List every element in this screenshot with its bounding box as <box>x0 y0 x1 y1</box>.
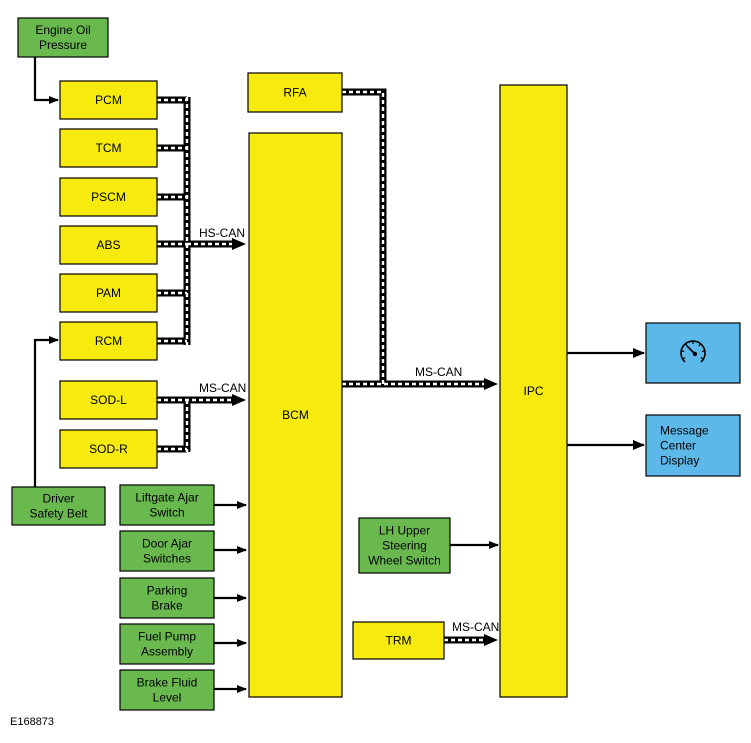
node-label-fuel-pump: Fuel Pump <box>138 630 196 644</box>
node-label-brake-fluid: Level <box>153 691 182 705</box>
node-rcm: RCM <box>59 321 158 361</box>
node-box-pcm <box>59 80 158 120</box>
node-box-fuel-pump <box>119 623 215 665</box>
hs-can-bus <box>157 96 246 345</box>
node-box-liftgate <box>119 484 215 526</box>
node-label-brake-fluid: Brake Fluid <box>137 676 198 690</box>
node-sod-r: SOD-R <box>59 429 158 469</box>
node-box-ipc <box>499 84 568 698</box>
trm-ms-can-bus <box>444 634 498 646</box>
node-box-trm <box>352 621 445 660</box>
node-label-message-center: Display <box>660 454 699 468</box>
figure-id: E168873 <box>10 716 54 728</box>
node-label-rcm: RCM <box>95 334 122 348</box>
node-label-trm: TRM <box>386 634 412 648</box>
speedometer-icon <box>680 340 706 363</box>
node-label-parking-brake: Brake <box>151 599 183 613</box>
node-box-rfa <box>247 72 343 113</box>
node-label-lh-switch: LH Upper <box>379 524 430 538</box>
ms-can-trm-label: MS-CAN <box>452 620 499 634</box>
node-box-sod-r <box>59 429 158 469</box>
node-label-door-ajar: Door Ajar <box>142 537 192 551</box>
node-label-pscm: PSCM <box>91 190 126 204</box>
node-label-bcm: BCM <box>282 408 309 422</box>
sod-ms-can-bus <box>157 394 246 453</box>
node-label-abs: ABS <box>96 238 120 252</box>
node-box-brake-fluid <box>119 669 215 711</box>
node-label-lh-switch: Steering <box>382 539 427 553</box>
node-box-bcm <box>248 132 343 698</box>
wire-engine-oil-pcm <box>33 57 59 104</box>
node-label-driver-belt: Safety Belt <box>29 507 88 521</box>
node-box-message-center <box>645 414 741 477</box>
node-label-message-center: Center <box>660 439 696 453</box>
node-box-abs <box>59 225 158 265</box>
node-label-tcm: TCM <box>96 141 122 155</box>
node-trm: TRM <box>352 621 445 660</box>
node-sod-l: SOD-L <box>59 380 158 420</box>
node-label-sod-l: SOD-L <box>90 393 127 407</box>
node-box-parking-brake <box>119 577 215 619</box>
node-label-rfa: RFA <box>283 86 306 100</box>
node-box-rcm <box>59 321 158 361</box>
node-box-engine-oil <box>17 17 109 58</box>
node-box-tcm <box>59 128 158 168</box>
node-abs: ABS <box>59 225 158 265</box>
node-label-pcm: PCM <box>95 93 122 107</box>
ms-can-sod-label: MS-CAN <box>199 381 246 395</box>
node-box-pscm <box>59 177 158 217</box>
node-label-message-center: Message <box>660 424 709 438</box>
plain-wires <box>33 57 645 693</box>
node-rfa: RFA <box>247 72 343 113</box>
node-box-lh-switch <box>358 517 451 574</box>
node-label-engine-oil: Engine Oil <box>35 23 90 37</box>
node-label-driver-belt: Driver <box>43 492 75 506</box>
node-label-pam: PAM <box>96 286 121 300</box>
node-label-ipc: IPC <box>523 384 543 398</box>
node-tcm: TCM <box>59 128 158 168</box>
node-label-door-ajar: Switches <box>143 552 191 566</box>
node-label-parking-brake: Parking <box>147 584 188 598</box>
main-ms-can-bus <box>342 88 498 390</box>
node-label-fuel-pump: Assembly <box>141 645 193 659</box>
node-box-pam <box>59 273 158 313</box>
node-label-sod-r: SOD-R <box>89 442 128 456</box>
node-pcm: PCM <box>59 80 158 120</box>
node-label-liftgate: Switch <box>149 506 184 520</box>
hs-can-label: HS-CAN <box>199 226 245 240</box>
node-box-door-ajar <box>119 530 215 572</box>
node-pscm: PSCM <box>59 177 158 217</box>
wire-belt-rcm <box>33 336 59 487</box>
node-label-liftgate: Liftgate Ajar <box>135 491 198 505</box>
node-box-driver-belt <box>11 486 106 526</box>
node-label-engine-oil: Pressure <box>39 38 87 52</box>
node-pam: PAM <box>59 273 158 313</box>
node-bcm: BCM <box>248 132 343 698</box>
node-box-sod-l <box>59 380 158 420</box>
node-ipc: IPC <box>499 84 568 698</box>
node-label-lh-switch: Wheel Switch <box>368 554 441 568</box>
ms-can-main-label: MS-CAN <box>415 365 462 379</box>
